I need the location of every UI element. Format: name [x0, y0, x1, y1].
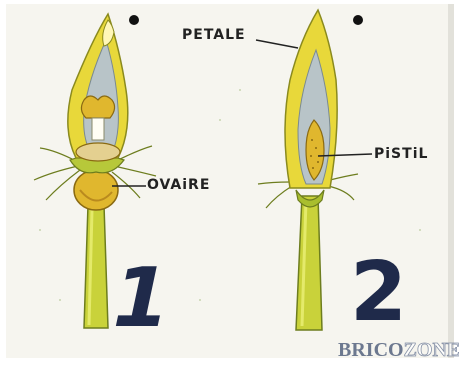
label-pistil: PiSTiL: [374, 146, 428, 162]
paper-shadow-edge: [448, 4, 454, 358]
figure-number-2: 2: [350, 252, 407, 334]
style-1: [92, 118, 104, 140]
punch-hole-right: [353, 15, 363, 25]
watermark-right: ZONE: [404, 339, 459, 361]
label-ovaire: OVAiRE: [147, 177, 210, 193]
bricozone-watermark: BRICOZONE: [338, 339, 459, 362]
nectary-1: [76, 143, 120, 161]
watermark-left: BRICO: [338, 339, 404, 361]
stigma-1: [81, 96, 114, 118]
stem-1: [84, 205, 108, 328]
label-petale: PETALE: [182, 27, 246, 43]
punch-hole-left: [129, 15, 139, 25]
